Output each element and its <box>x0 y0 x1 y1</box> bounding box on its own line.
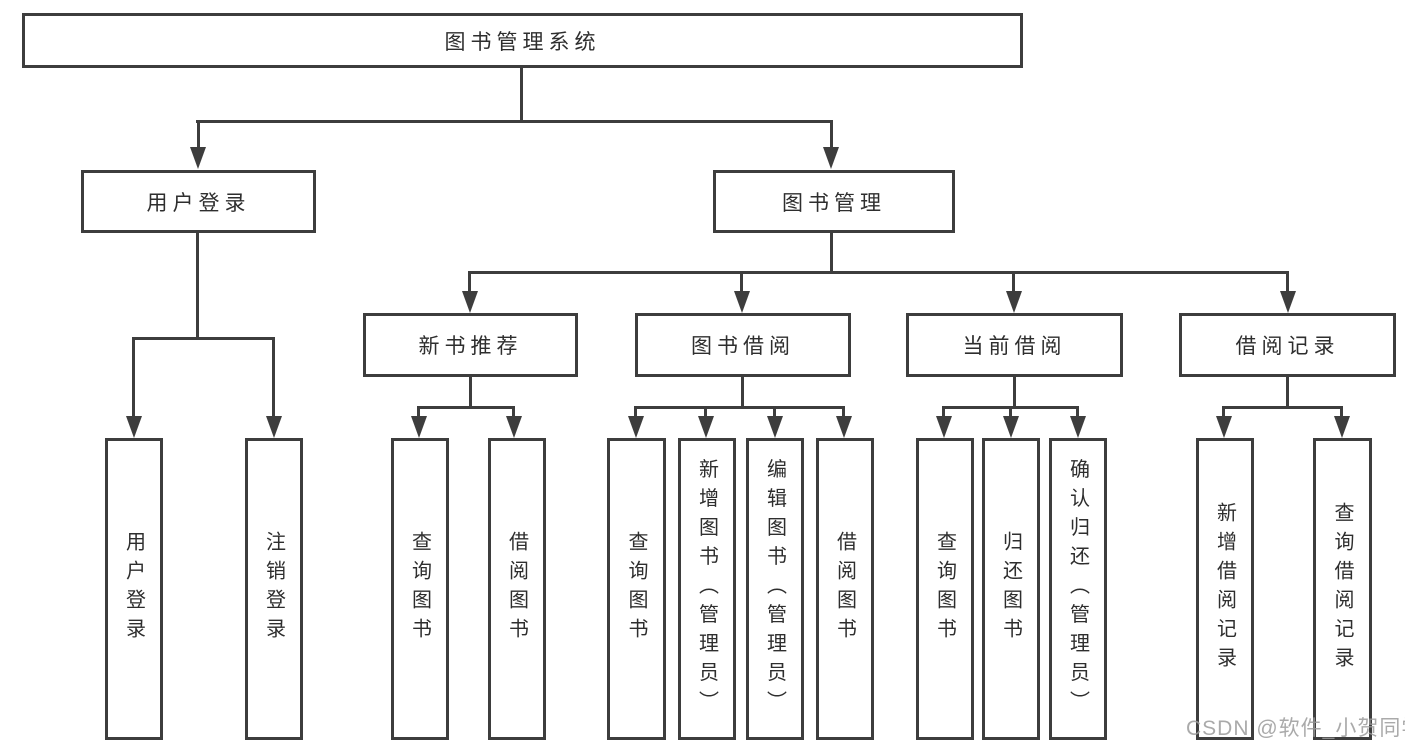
connector-stem <box>634 406 637 418</box>
node-book-borrowing: 图书借阅 <box>635 313 851 377</box>
leaf-label: 编辑图书（管理员） <box>763 458 786 720</box>
leaf-user-login: 用户登录 <box>105 438 163 740</box>
leaf-add-book-admin: 新增图书（管理员） <box>678 438 736 740</box>
arrow-down-icon <box>126 416 142 438</box>
connector-stem <box>842 406 845 418</box>
connector-stem <box>1340 406 1343 418</box>
leaf-query-books-2: 查询图书 <box>607 438 666 740</box>
leaf-query-borrow-record: 查询借阅记录 <box>1313 438 1372 740</box>
connector-stem <box>1012 271 1015 293</box>
connector-stem <box>1286 377 1289 409</box>
connector-stem <box>704 406 707 418</box>
arrow-down-icon <box>734 291 750 313</box>
arrow-down-icon <box>190 147 206 169</box>
leaf-borrow-books-1: 借阅图书 <box>488 438 546 740</box>
connector-stem <box>1222 406 1225 418</box>
connector-stem <box>830 233 833 274</box>
connector-stem <box>469 377 472 409</box>
arrow-down-icon <box>936 416 952 438</box>
connector-stem <box>520 68 523 123</box>
connector-bar <box>132 337 275 340</box>
node-user-login: 用户登录 <box>81 170 316 233</box>
connector-stem <box>741 377 744 409</box>
arrow-down-icon <box>628 416 644 438</box>
node-borrowing-records: 借阅记录 <box>1179 313 1396 377</box>
connector-stem <box>417 406 420 418</box>
leaf-query-books-1: 查询图书 <box>391 438 449 740</box>
leaf-logout: 注销登录 <box>245 438 303 740</box>
connector-stem <box>773 406 776 418</box>
leaf-label: 用户登录 <box>122 531 145 647</box>
leaf-label: 查询图书 <box>408 531 431 647</box>
connector-stem <box>1013 377 1016 409</box>
leaf-label: 查询图书 <box>625 531 647 647</box>
leaf-edit-book-admin: 编辑图书（管理员） <box>746 438 804 740</box>
connector-stem <box>468 271 471 293</box>
arrow-down-icon <box>1003 416 1019 438</box>
connector-stem <box>197 120 200 148</box>
arrow-down-icon <box>411 416 427 438</box>
connector-stem <box>942 406 945 418</box>
connector-stem <box>272 337 275 418</box>
connector-stem <box>830 120 833 148</box>
connector-stem <box>196 233 199 340</box>
arrow-down-icon <box>1070 416 1086 438</box>
leaf-label: 查询借阅记录 <box>1331 502 1353 676</box>
leaf-label: 注销登录 <box>262 531 285 647</box>
node-label: 借阅记录 <box>1235 335 1340 358</box>
node-book-management: 图书管理 <box>713 170 955 233</box>
leaf-label: 查询图书 <box>933 531 956 647</box>
leaf-borrow-books-2: 借阅图书 <box>816 438 874 740</box>
leaf-label: 新增图书（管理员） <box>695 458 718 720</box>
connector-stem <box>1076 406 1079 418</box>
arrow-down-icon <box>767 416 783 438</box>
connector-stem <box>1009 406 1012 418</box>
leaf-label: 新增借阅记录 <box>1213 502 1236 676</box>
leaf-label: 借阅图书 <box>833 531 856 647</box>
leaf-confirm-return-admin: 确认归还（管理员） <box>1049 438 1107 740</box>
connector-bar <box>196 120 833 123</box>
arrow-down-icon <box>836 416 852 438</box>
leaf-add-borrow-record: 新增借阅记录 <box>1196 438 1254 740</box>
arrow-down-icon <box>1006 291 1022 313</box>
node-label: 图书借阅 <box>691 335 795 358</box>
connector-stem <box>512 406 515 418</box>
arrow-down-icon <box>823 147 839 169</box>
node-label: 图书管理系统 <box>444 30 601 54</box>
connector-bar <box>634 406 845 409</box>
node-label: 用户登录 <box>146 191 251 215</box>
csdn-watermark: CSDN @软件_小贺同学 <box>1186 717 1405 740</box>
connector-stem <box>1286 271 1289 293</box>
node-new-book-recommendation: 新书推荐 <box>363 313 578 377</box>
node-label: 新书推荐 <box>418 335 523 358</box>
connector-bar <box>417 406 515 409</box>
arrow-down-icon <box>698 416 714 438</box>
connector-stem <box>132 337 135 418</box>
connector-stem <box>740 271 743 293</box>
arrow-down-icon <box>506 416 522 438</box>
leaf-label: 确认归还（管理员） <box>1066 458 1089 720</box>
leaf-label: 归还图书 <box>999 531 1022 647</box>
arrow-down-icon <box>266 416 282 438</box>
node-label: 当前借阅 <box>962 335 1067 358</box>
node-label: 图书管理 <box>782 191 886 215</box>
node-current-borrowing: 当前借阅 <box>906 313 1123 377</box>
arrow-down-icon <box>1280 291 1296 313</box>
leaf-return-books: 归还图书 <box>982 438 1040 740</box>
leaf-query-books-3: 查询图书 <box>916 438 974 740</box>
connector-bar <box>468 271 1289 274</box>
connector-bar <box>1222 406 1343 409</box>
arrow-down-icon <box>1216 416 1232 438</box>
node-library-management-system: 图书管理系统 <box>22 13 1023 68</box>
arrow-down-icon <box>462 291 478 313</box>
leaf-label: 借阅图书 <box>505 531 528 647</box>
arrow-down-icon <box>1334 416 1350 438</box>
